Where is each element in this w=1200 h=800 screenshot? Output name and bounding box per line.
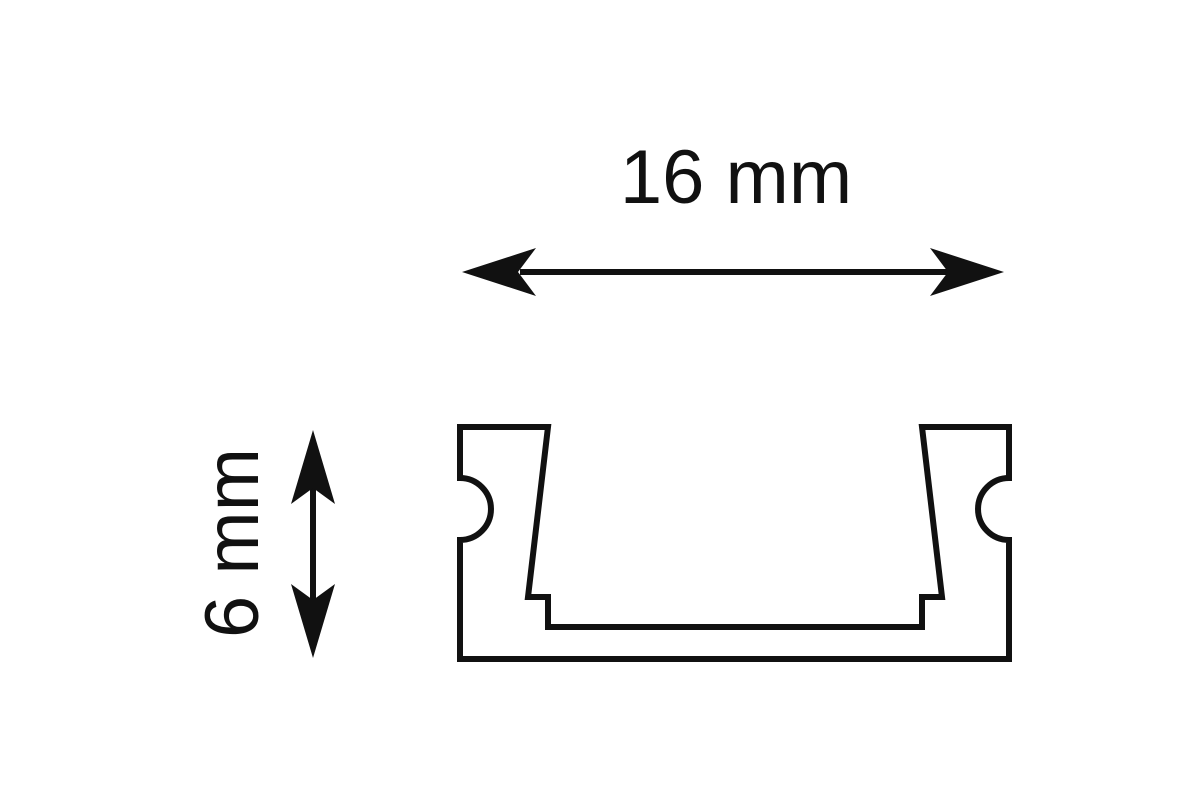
u-profile-cross-section bbox=[457, 424, 1012, 662]
height-dimension-arrow bbox=[291, 430, 335, 658]
height-arrow-top-head bbox=[291, 430, 335, 504]
width-dimension-arrow bbox=[462, 248, 1004, 296]
width-arrow-left-head bbox=[462, 248, 536, 296]
width-arrow-right-head bbox=[930, 248, 1004, 296]
height-dimension-label: 6 mm bbox=[190, 448, 275, 638]
height-arrow-bottom-head bbox=[291, 584, 335, 658]
width-dimension-label: 16 mm bbox=[620, 135, 852, 220]
